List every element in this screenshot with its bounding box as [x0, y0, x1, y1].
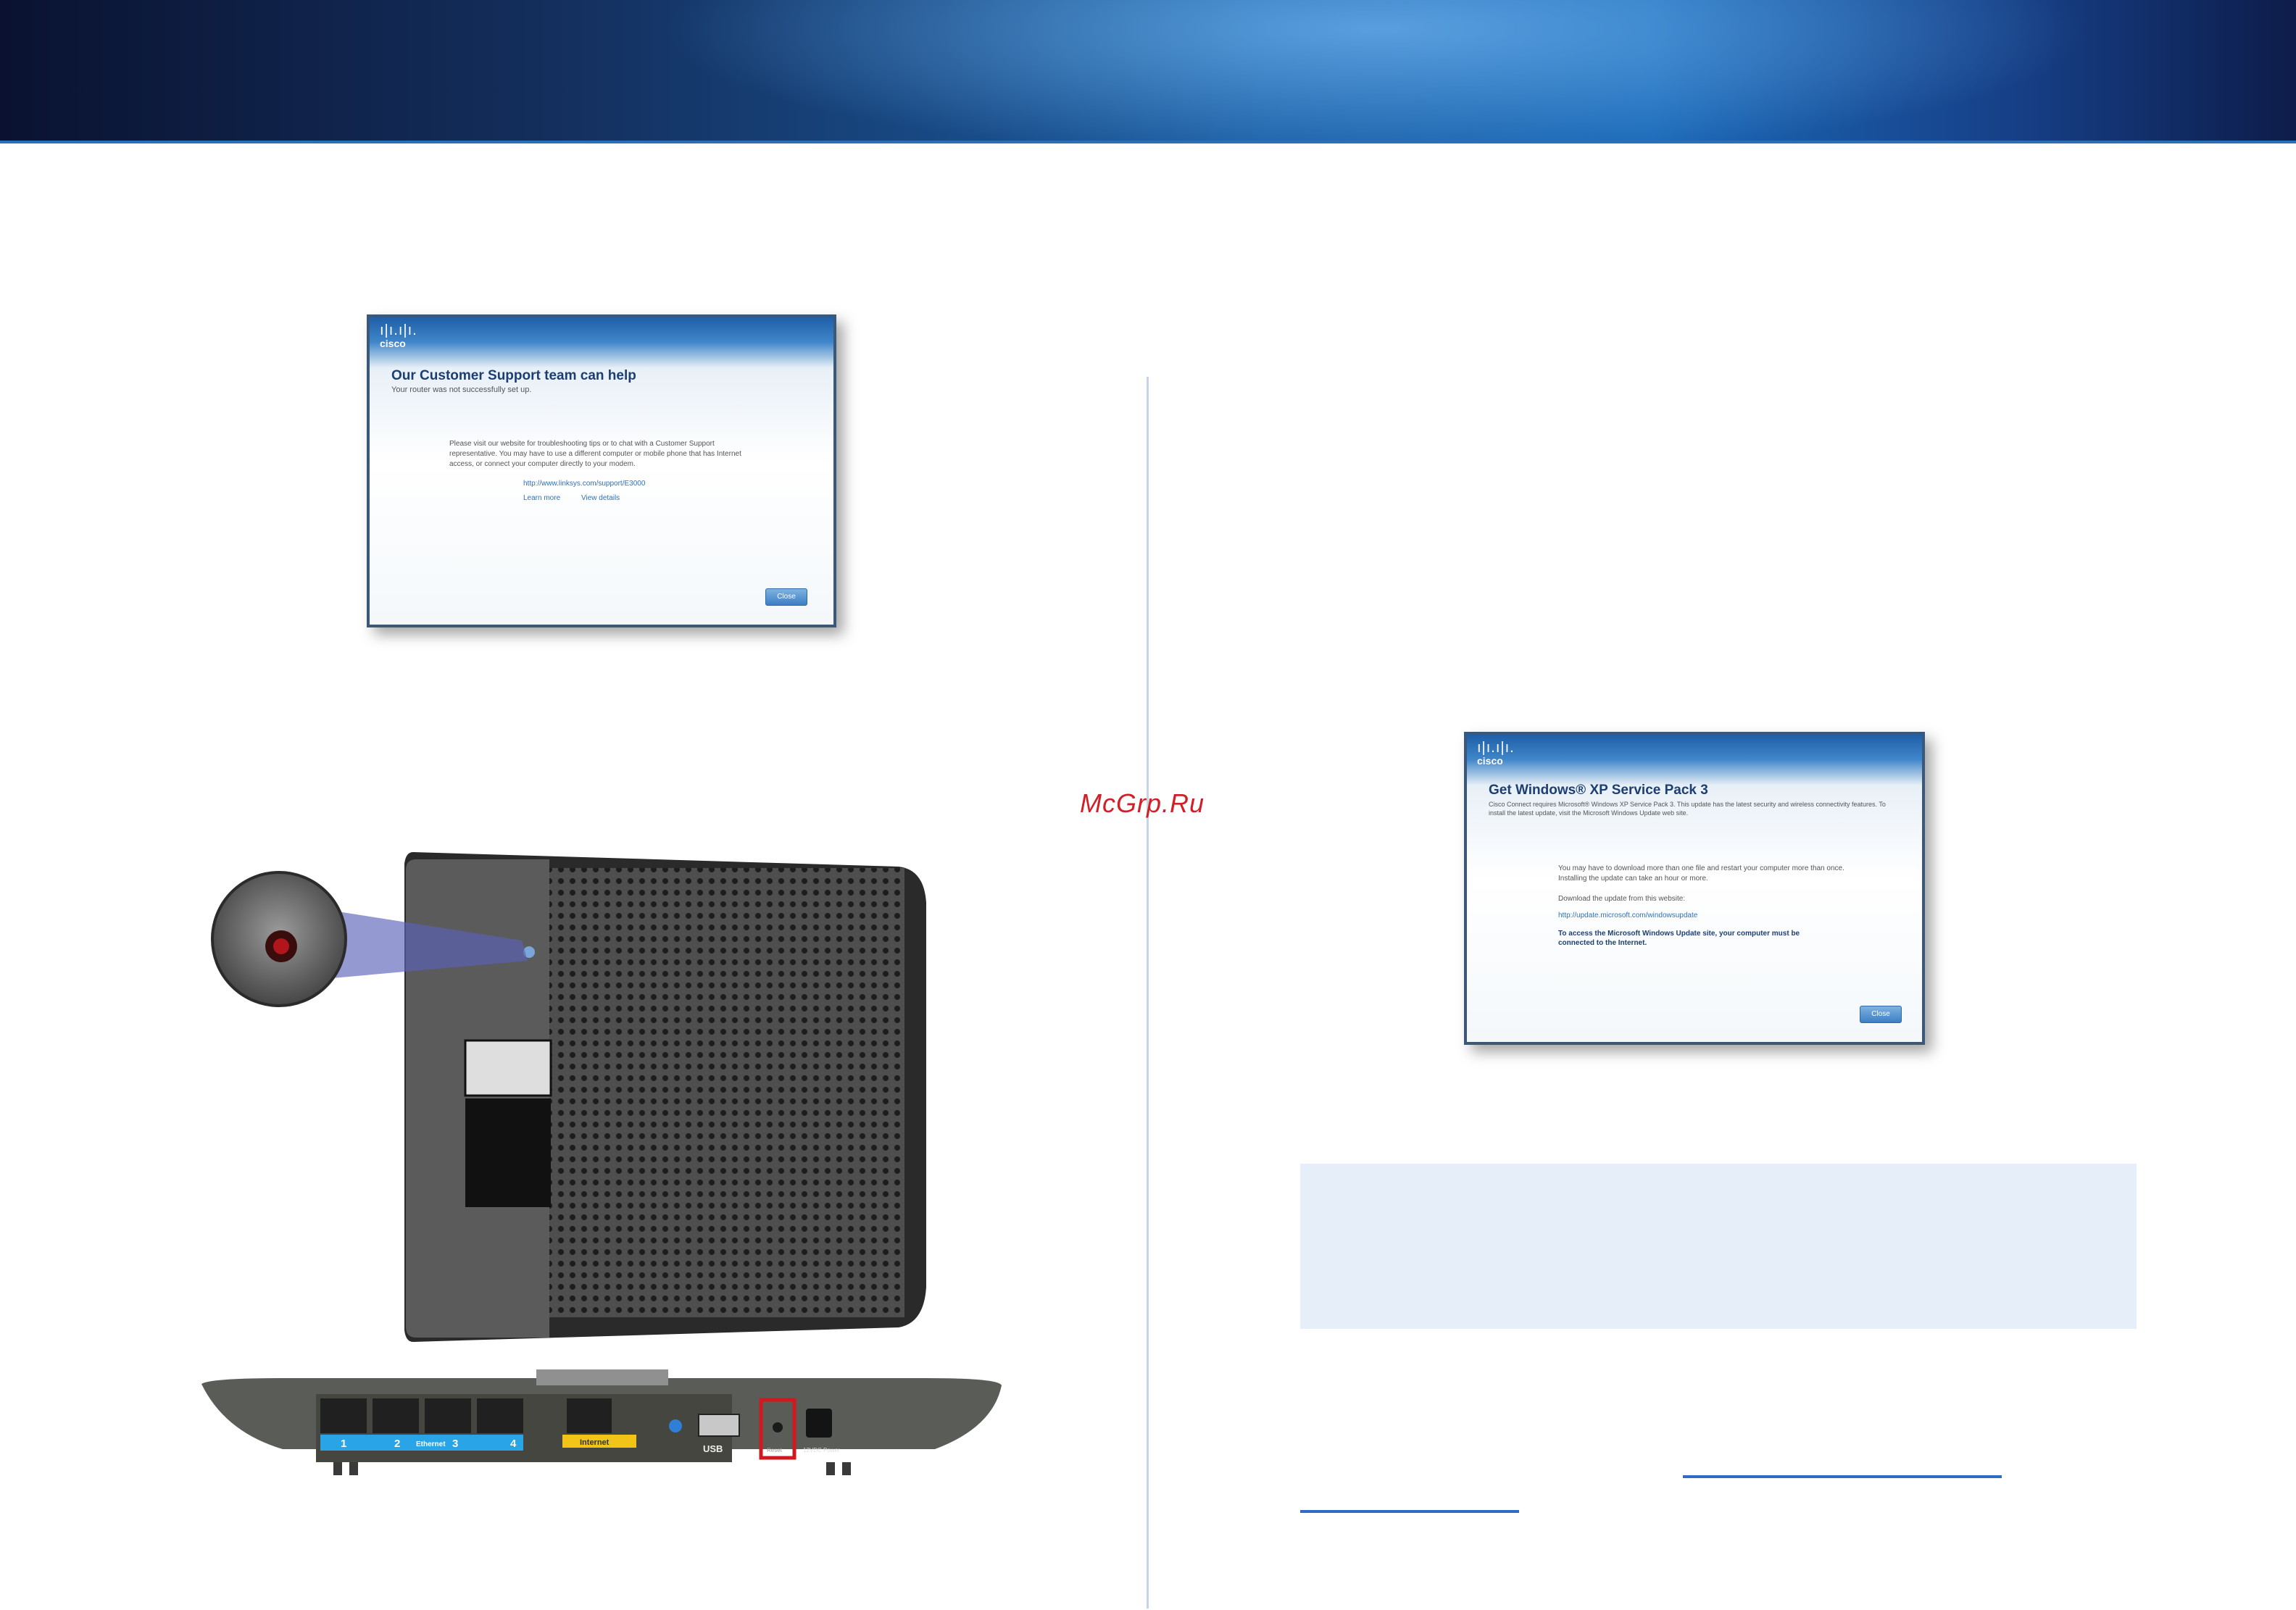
router-back-image: 1 2 Ethernet 3 4 Internet USB Reset 12VD… — [201, 1369, 1002, 1475]
windows-sp3-screenshot: ı|ı.ı|ı. cisco Get Windows® XP Service P… — [1464, 732, 1925, 1045]
view-details-link[interactable]: View details — [581, 494, 620, 502]
reset-led-zoom — [273, 938, 289, 954]
port-label-1: 1 — [341, 1438, 346, 1450]
rear-hinge — [536, 1369, 668, 1385]
power-port — [806, 1409, 832, 1438]
wps-led — [523, 946, 535, 958]
close-button[interactable]: Close — [765, 588, 807, 606]
dialog-paragraph: Please visit our website for troubleshoo… — [449, 440, 741, 468]
note-box — [1300, 1164, 2137, 1329]
reset-highlight-box — [759, 1398, 796, 1460]
router-foot — [333, 1462, 342, 1475]
dialog-title: Get Windows® XP Service Pack 3 — [1489, 783, 1708, 798]
cisco-logo: ı|ı.ı|ı. cisco — [380, 322, 417, 349]
learn-more-link[interactable]: Learn more — [523, 494, 561, 502]
dialog-title: Our Customer Support team can help — [391, 368, 636, 383]
internet-port — [567, 1398, 612, 1433]
ethernet-port — [320, 1398, 367, 1433]
dialog-intro: Cisco Connect requires Microsoft® Window… — [1489, 801, 1886, 817]
router-foot — [842, 1462, 851, 1475]
router-foot — [349, 1462, 358, 1475]
ethernet-label: Ethernet — [416, 1440, 446, 1448]
router-top-image — [211, 852, 926, 1342]
page-header-banner — [0, 0, 2296, 143]
dialog-bold-note: To access the Microsoft Windows Update s… — [1558, 930, 1800, 947]
vent-grille — [542, 868, 904, 1317]
wps-button — [669, 1419, 682, 1432]
internet-label: Internet — [580, 1438, 610, 1447]
hyperlink-underline[interactable] — [1300, 1510, 1519, 1513]
ethernet-strip — [320, 1435, 523, 1451]
regulatory-label — [465, 1098, 551, 1207]
customer-support-screenshot: ı|ı.ı|ı. cisco Our Customer Support team… — [367, 314, 836, 627]
port-label-3: 3 — [452, 1438, 458, 1450]
dialog-subtitle: Your router was not successfully set up. — [391, 385, 532, 394]
hyperlink-underline[interactable] — [1683, 1475, 2002, 1478]
column-divider — [1147, 377, 1149, 1609]
power-label: 12VDC Power — [803, 1447, 840, 1453]
product-label — [464, 1039, 552, 1097]
cisco-logo: ı|ı.ı|ı. cisco — [1477, 740, 1515, 767]
reset-label: Reset — [767, 1447, 783, 1453]
windows-update-link[interactable]: http://update.microsoft.com/windowsupdat… — [1558, 912, 1698, 919]
support-url-link[interactable]: http://www.linksys.com/support/E3000 — [523, 480, 646, 488]
watermark: McGrp.Ru — [1080, 788, 1205, 818]
router-foot — [826, 1462, 835, 1475]
ethernet-port — [373, 1398, 419, 1433]
dialog-paragraph: Download the update from this website: — [1558, 895, 1686, 903]
port-label-4: 4 — [510, 1438, 517, 1450]
port-label-2: 2 — [394, 1438, 400, 1450]
internet-strip — [562, 1435, 636, 1448]
ethernet-port — [477, 1398, 523, 1433]
ethernet-port — [425, 1398, 471, 1433]
usb-port — [698, 1414, 740, 1437]
dialog-paragraph: You may have to download more than one f… — [1558, 864, 1844, 883]
reset-button — [773, 1422, 783, 1432]
close-button[interactable]: Close — [1860, 1006, 1902, 1023]
usb-label: USB — [703, 1443, 723, 1454]
